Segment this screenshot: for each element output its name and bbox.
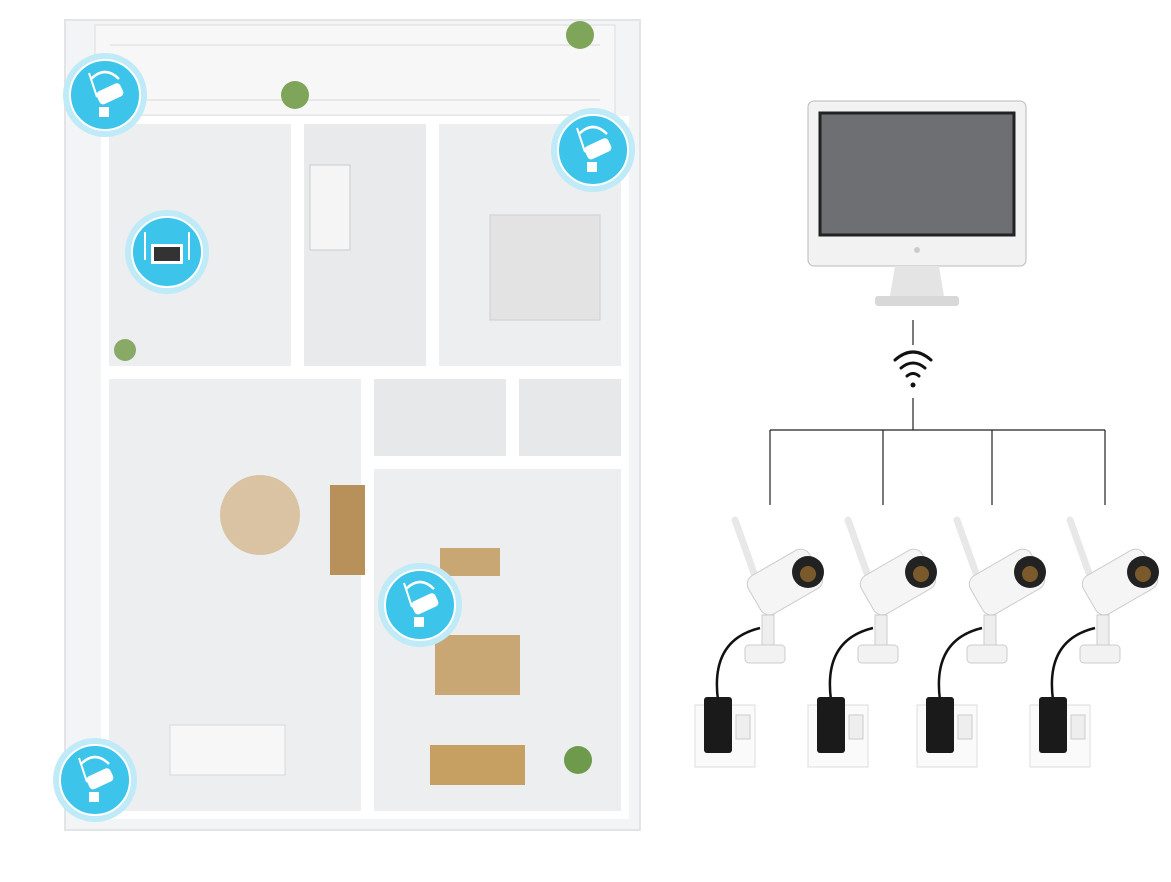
room-hall bbox=[366, 371, 514, 464]
power-cable bbox=[1050, 626, 1096, 701]
room-storage bbox=[511, 371, 629, 464]
room-office bbox=[101, 116, 299, 374]
dining-table bbox=[435, 635, 520, 695]
sofa bbox=[169, 724, 286, 776]
monitor-icon bbox=[807, 100, 1027, 306]
camera-badges bbox=[53, 53, 635, 822]
bathtub bbox=[309, 164, 351, 251]
power-cable bbox=[937, 626, 983, 701]
plant bbox=[114, 339, 136, 361]
power-adapter-icon bbox=[694, 697, 756, 768]
bullet-camera-icon bbox=[937, 516, 1046, 701]
wifi-camera-badge bbox=[551, 108, 635, 192]
counter bbox=[440, 548, 500, 576]
camera-row bbox=[694, 516, 1159, 768]
bullet-camera-icon bbox=[828, 516, 937, 701]
wifi-camera-badge bbox=[63, 53, 147, 137]
power-adapter-icon bbox=[1029, 697, 1091, 768]
cabinet bbox=[430, 745, 525, 785]
power-adapter-icon bbox=[916, 697, 978, 768]
network-lines bbox=[769, 320, 1106, 505]
power-cable bbox=[715, 626, 761, 701]
wifi-camera-badge bbox=[378, 563, 462, 647]
plant bbox=[564, 746, 592, 774]
floor-plan bbox=[64, 19, 641, 831]
power-cable bbox=[828, 626, 874, 701]
balcony bbox=[94, 24, 616, 116]
plant bbox=[566, 21, 594, 49]
wifi-camera-badge bbox=[53, 738, 137, 822]
tv-stand bbox=[330, 485, 365, 575]
wifi-icon bbox=[893, 350, 933, 388]
bullet-camera-icon bbox=[715, 516, 824, 701]
rug bbox=[220, 475, 300, 555]
bed bbox=[489, 214, 601, 321]
wifi-monitor-badge bbox=[125, 210, 209, 294]
plant bbox=[281, 81, 309, 109]
power-adapter-icon bbox=[807, 697, 869, 768]
bullet-camera-icon bbox=[1050, 516, 1159, 701]
